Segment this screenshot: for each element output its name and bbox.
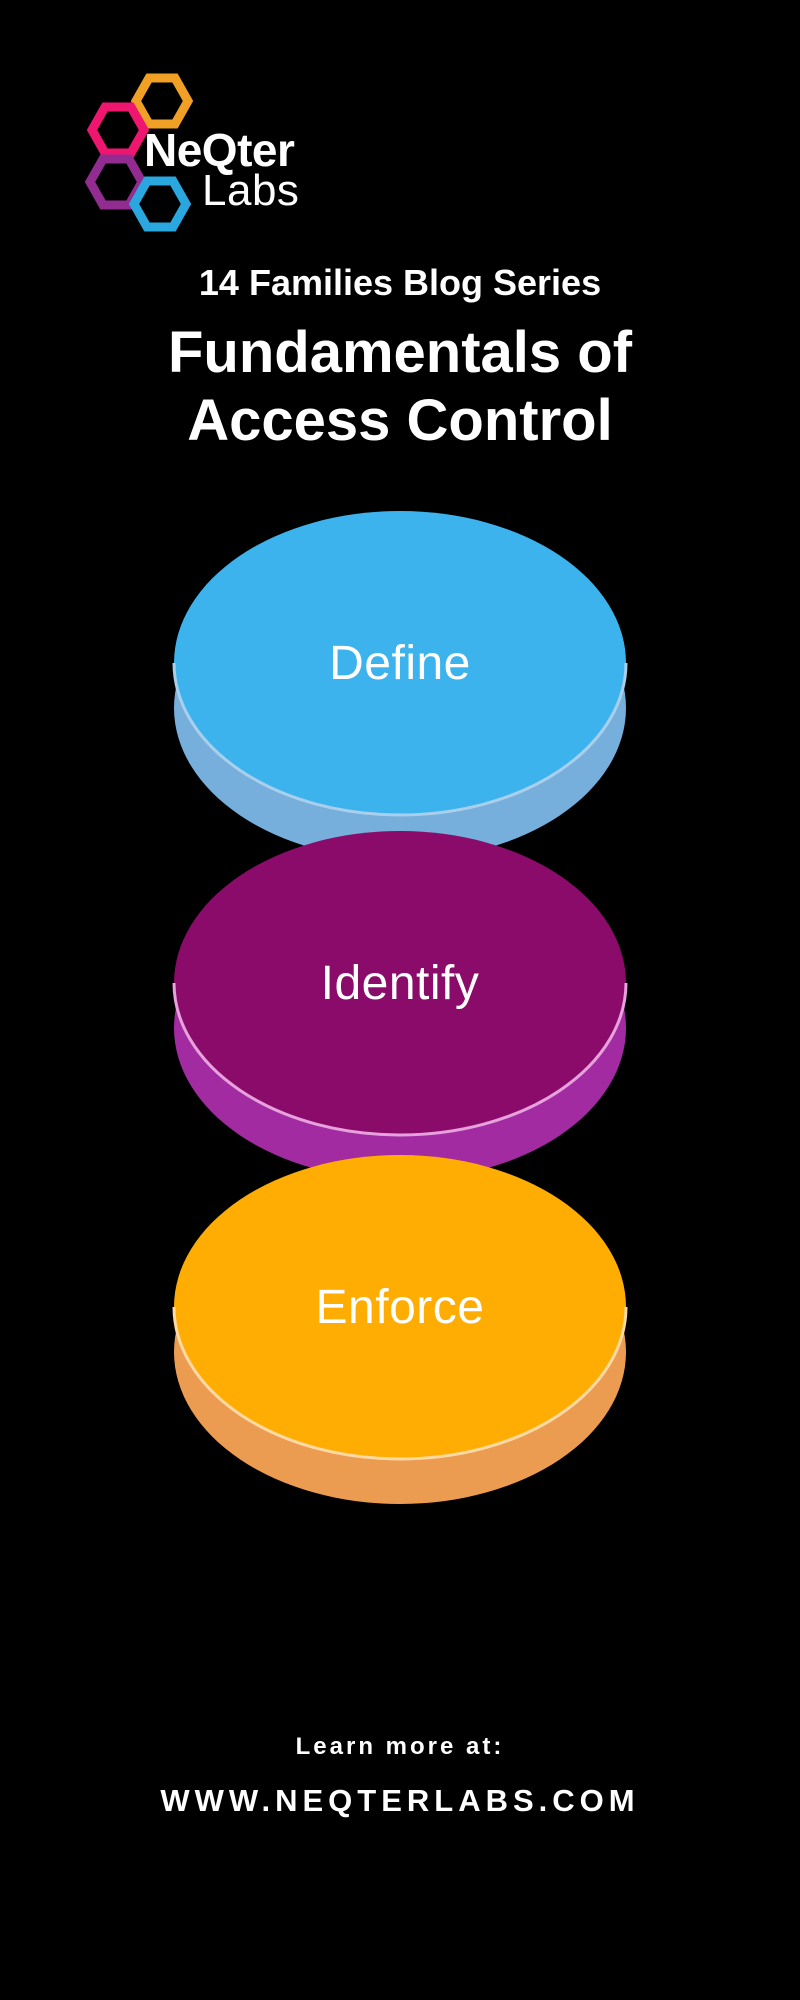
series-subtitle: 14 Families Blog Series <box>198 262 602 303</box>
brand-name-top: NeQter <box>144 124 295 176</box>
disc-define-edge-highlight <box>172 662 628 817</box>
disc-identify-edge-highlight <box>172 982 628 1137</box>
brand-name-bottom: Labs <box>202 166 300 215</box>
disc-define-label: Define <box>329 637 471 690</box>
disc-define: Define <box>170 508 630 864</box>
disc-define-top <box>174 511 626 815</box>
disc-enforce-edge-highlight <box>172 1306 628 1461</box>
page-title-line2: Access Control <box>187 388 613 453</box>
page-title: Fundamentals of Access Control <box>0 319 800 455</box>
disc-define-graphic <box>172 511 628 860</box>
learn-more-text: Learn more at: <box>295 1733 505 1760</box>
disc-identify-graphic <box>172 831 628 1180</box>
disc-identify: Identify <box>170 828 630 1184</box>
neqter-labs-logo: NeQter Labs <box>82 66 422 256</box>
page-title-line1: Fundamentals of <box>167 320 633 385</box>
disc-enforce: Enforce <box>170 1152 630 1508</box>
disc-identify-label: Identify <box>320 957 480 1010</box>
website-url: WWW.NEQTERLABS.COM <box>160 1783 640 1818</box>
disc-identify-top <box>174 831 626 1135</box>
disc-enforce-graphic <box>172 1155 628 1504</box>
hexagon-cluster-icon <box>84 73 194 232</box>
disc-enforce-top <box>174 1155 626 1459</box>
disc-enforce-label: Enforce <box>315 1281 485 1334</box>
hexagon-blue-icon <box>128 176 192 232</box>
hexagon-orange-icon <box>130 73 194 129</box>
hexagon-pink-icon <box>86 102 150 158</box>
